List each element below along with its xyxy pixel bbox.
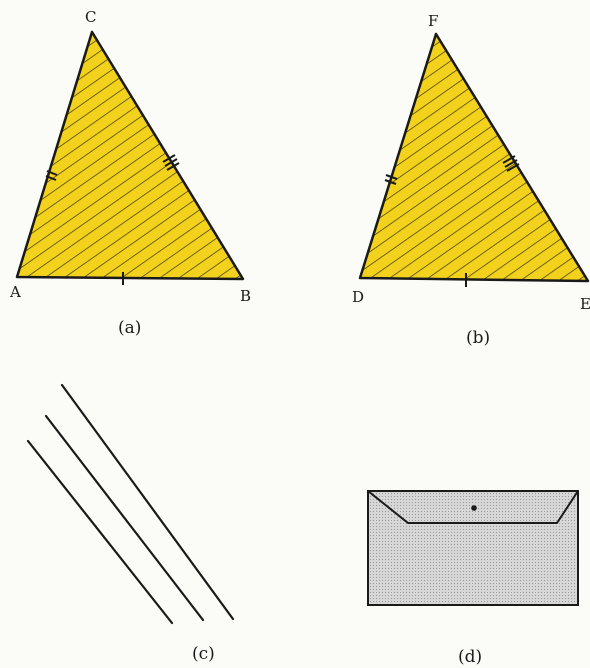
vertex-label-d: D [352,288,364,306]
caption-d: (d) [458,647,482,667]
equal-side-marks-b [384,155,520,287]
triangle-abc [15,30,245,281]
vertex-label-f: F [428,12,438,30]
parallel-line-2 [44,414,205,622]
figure-b: F D E (b) [352,12,590,348]
figure-d-envelope [367,490,579,606]
envelope-flap [367,490,579,524]
envelope-button [471,505,477,511]
equal-side-marks-a [45,154,180,285]
caption-c: (c) [192,644,215,664]
vertex-label-b: B [240,287,251,305]
vertex-label-a: A [9,283,21,301]
parallel-line-1 [60,383,235,621]
caption-a: (a) [118,318,141,338]
caption-b: (b) [466,328,490,348]
parallel-line-3 [26,439,174,625]
triangle-def [358,32,590,283]
vertex-label-e: E [580,295,590,313]
figure-a: C A B (a) [9,8,251,338]
vertex-label-c: C [85,8,96,26]
figure-c [26,383,235,625]
